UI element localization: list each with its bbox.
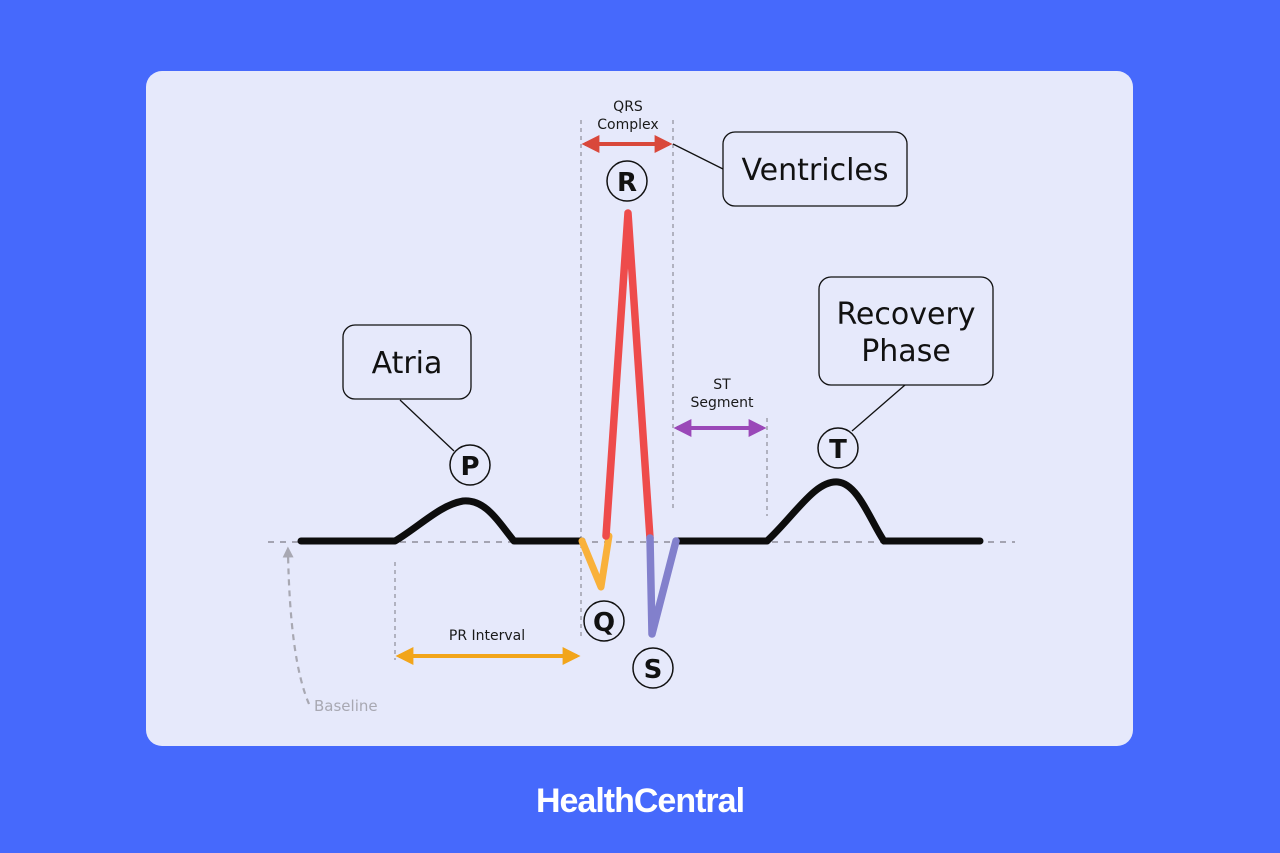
q-wave-badge: Q bbox=[583, 600, 625, 642]
brand-logo: HealthCentral bbox=[535, 782, 745, 820]
t-wave-badge: T bbox=[817, 427, 859, 469]
atria-label: Atria bbox=[372, 346, 443, 381]
st-label-line2: Segment bbox=[691, 395, 755, 411]
s-wave-segment bbox=[646, 534, 680, 638]
ecg-trace-t-wave bbox=[672, 478, 984, 545]
recovery-label-line1: Recovery bbox=[836, 297, 975, 332]
pr-interval-label: PR Interval bbox=[449, 628, 525, 644]
r-wave-letter: R bbox=[617, 168, 637, 198]
interval-guides bbox=[394, 120, 768, 660]
r-wave-segment bbox=[602, 209, 654, 542]
s-wave-badge: S bbox=[632, 647, 674, 689]
ventricles-label: Ventricles bbox=[741, 153, 888, 188]
atria-callout bbox=[342, 324, 472, 400]
st-label-line1: ST bbox=[713, 377, 731, 393]
q-wave-letter: Q bbox=[593, 608, 615, 638]
baseline-label: Baseline bbox=[314, 697, 378, 715]
q-wave-segment bbox=[578, 532, 613, 591]
s-wave-letter: S bbox=[644, 655, 663, 685]
r-wave-badge: R bbox=[606, 160, 648, 202]
ventricles-callout bbox=[722, 131, 908, 207]
recovery-phase-callout bbox=[818, 276, 994, 386]
ecg-trace-p-wave bbox=[297, 497, 586, 545]
baseline-arrow bbox=[282, 546, 311, 705]
qrs-label-line1: QRS bbox=[613, 99, 643, 115]
p-wave-letter: P bbox=[460, 452, 479, 482]
t-wave-letter: T bbox=[829, 435, 847, 465]
recovery-label-line2: Phase bbox=[861, 334, 951, 369]
recovery-leader bbox=[851, 384, 906, 432]
atria-leader bbox=[399, 399, 455, 452]
ventricles-leader bbox=[672, 143, 724, 170]
qrs-label-line2: Complex bbox=[597, 117, 658, 133]
p-wave-badge: P bbox=[449, 444, 491, 486]
